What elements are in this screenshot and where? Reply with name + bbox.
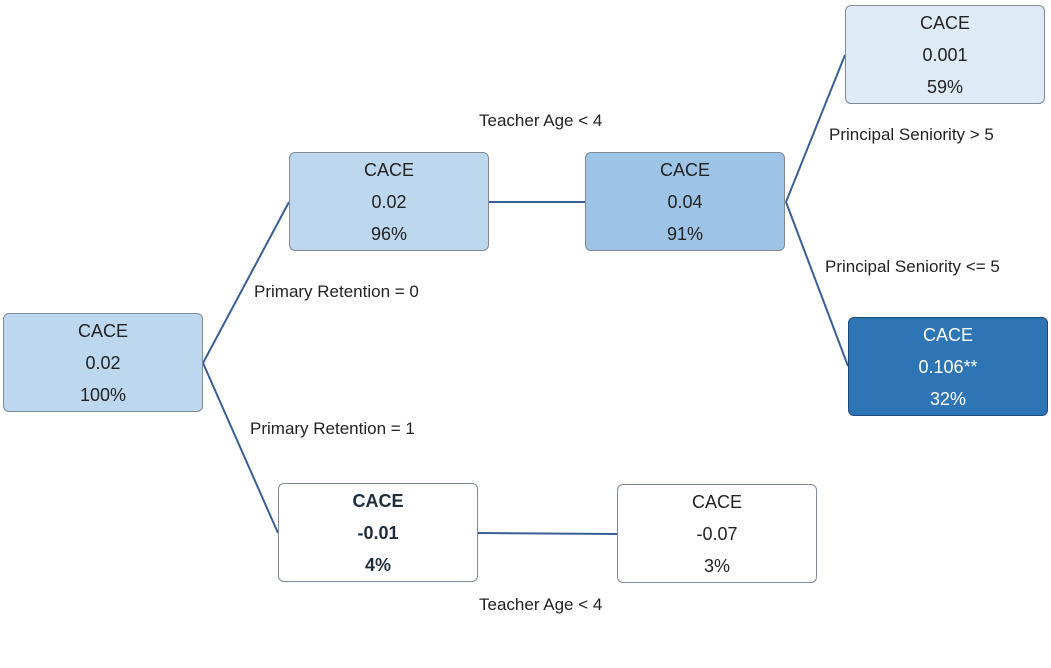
node-title: CACE — [352, 490, 404, 511]
node-value: 0.04 — [667, 191, 703, 212]
edge-root-to-left-branch — [202, 201, 290, 364]
edge-right-branch-to-sub — [477, 532, 618, 535]
node-value: -0.07 — [696, 523, 738, 544]
node-title: CACE — [922, 324, 973, 345]
edge-root-to-right-branch — [202, 362, 279, 534]
edge-label-principal-seniority-le-5: Principal Seniority <= 5 — [825, 257, 1000, 276]
edge-label-principal-seniority-gt-5: Principal Seniority > 5 — [829, 125, 994, 144]
node-title: CACE — [363, 159, 414, 180]
node-percent: 59% — [926, 76, 964, 97]
node-percent: 96% — [370, 223, 408, 244]
node-teacher-age-top: CACE 0.04 91% — [585, 152, 785, 251]
node-percent: 91% — [666, 223, 704, 244]
node-percent: 4% — [364, 554, 391, 575]
edge-sub-to-low-seniority — [785, 201, 849, 367]
node-value: -0.01 — [357, 522, 399, 543]
edge-label-teacher-age-top: Teacher Age < 4 — [479, 111, 603, 130]
node-primary-retention-0: CACE 0.02 96% — [289, 152, 489, 251]
edge-label-primary-retention-1: Primary Retention = 1 — [250, 419, 415, 438]
node-principal-seniority-gt-5: CACE 0.001 59% — [845, 5, 1045, 104]
node-value: 0.106** — [918, 356, 978, 377]
node-title: CACE — [77, 320, 128, 341]
node-value: 0.02 — [85, 352, 121, 373]
edge-sub-to-high-seniority — [785, 54, 846, 203]
node-value: 0.02 — [371, 191, 407, 212]
node-percent: 3% — [703, 555, 730, 576]
edge-label-primary-retention-0: Primary Retention = 0 — [254, 282, 419, 301]
node-teacher-age-bottom: CACE -0.07 3% — [617, 484, 817, 583]
node-principal-seniority-le-5: CACE 0.106** 32% — [848, 317, 1048, 416]
node-title: CACE — [691, 491, 742, 512]
node-primary-retention-1: CACE -0.01 4% — [278, 483, 478, 582]
node-root: CACE 0.02 100% — [3, 313, 203, 412]
node-value: 0.001 — [922, 44, 968, 65]
node-title: CACE — [919, 12, 970, 33]
node-title: CACE — [659, 159, 710, 180]
node-percent: 100% — [79, 384, 127, 405]
node-percent: 32% — [929, 388, 967, 409]
edge-label-teacher-age-bottom: Teacher Age < 4 — [479, 595, 603, 614]
